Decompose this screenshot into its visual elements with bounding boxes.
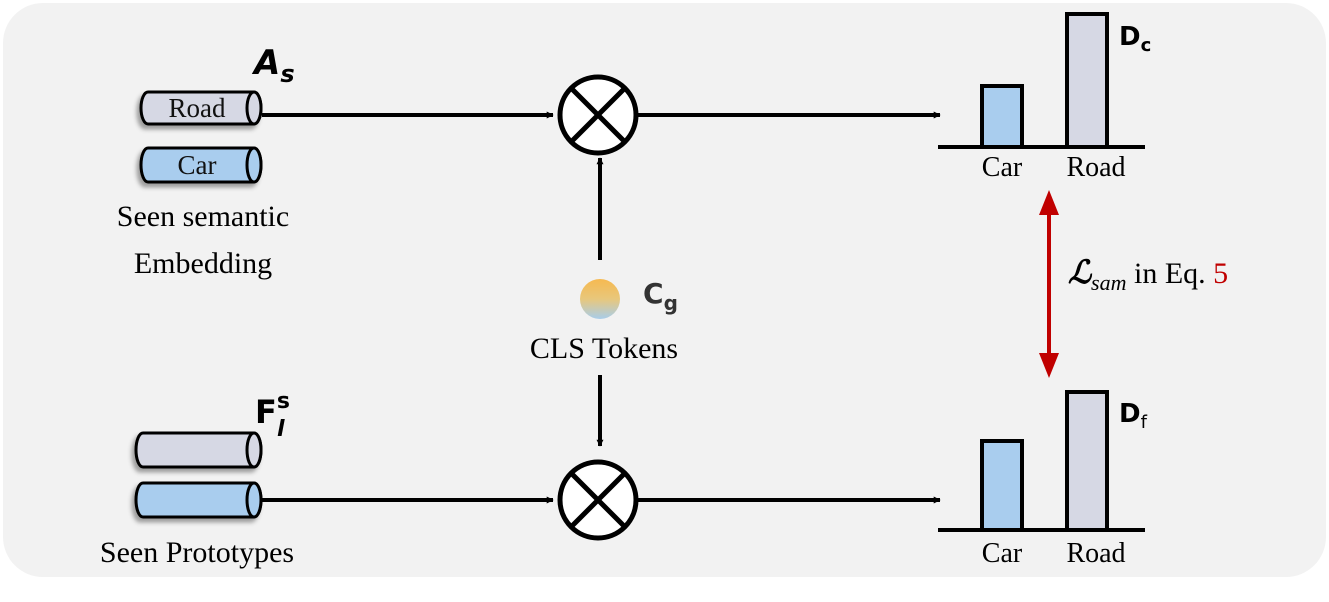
semantic-caption-line1: Seen semantic [117,200,289,233]
prototype-blue-cylinder [134,481,263,519]
semantic-embedding-group: As Road Car Seen semantic Embedding [117,43,295,280]
cls-token-icon [580,279,620,319]
df-car-bar [980,439,1024,532]
dc-cat-road: Road [1066,152,1125,183]
semantic-caption-line2: Embedding [134,247,272,280]
multiply-circle-icon [557,459,639,541]
semantic-symbol: As [251,43,295,88]
df-cat-road: Road [1066,538,1125,569]
dc-car-bar [980,84,1024,149]
road-cylinder-label: Road [169,93,226,123]
car-cylinder-label: Car [178,150,217,180]
double-arrow-icon [1039,190,1059,378]
road-cylinder [139,90,263,126]
distribution-df: Df Car Road [938,390,1148,569]
dc-road-bar [1065,12,1109,149]
df-road-bar [1065,390,1109,532]
car-cylinder [139,146,263,184]
prototypes-caption: Seen Prototypes [100,536,294,569]
df-cat-car: Car [982,538,1023,569]
dc-cat-car: Car [982,152,1023,183]
df-symbol: Df [1119,399,1148,433]
prototype-gray-cylinder [134,431,263,469]
cls-caption: CLS Tokens [530,332,678,365]
dc-symbol: Dc [1119,22,1151,56]
cls-symbol: Cg [643,277,678,315]
loss-label: ℒsam in Eq. 5 [1068,254,1228,295]
multiply-circle-icon [557,74,639,156]
distribution-dc: Dc Car Road [938,12,1151,183]
